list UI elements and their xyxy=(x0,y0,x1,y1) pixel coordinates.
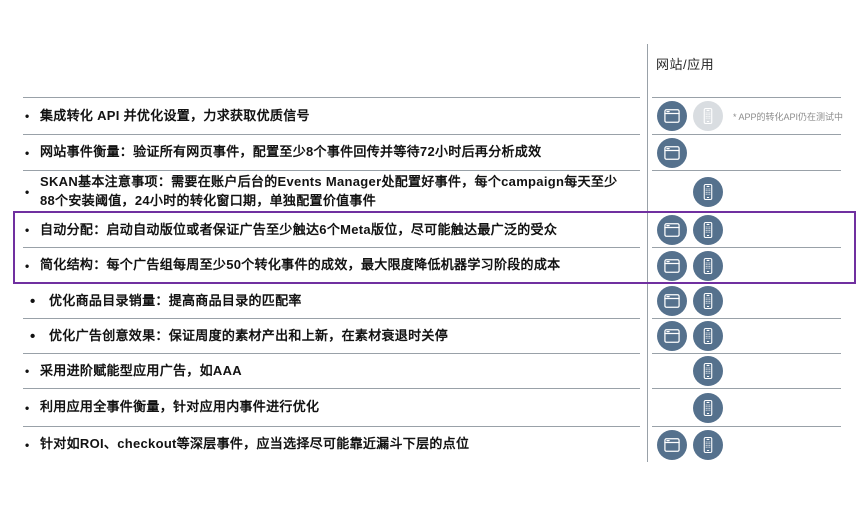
website-icon-slot xyxy=(657,321,687,351)
app-api-testing-note: * APP的转化API仍在测试中 xyxy=(733,111,844,122)
row-text: SKAN基本注意事项：需要在账户后台的Events Manager处配置好事件，… xyxy=(40,174,618,208)
bullet: • xyxy=(25,109,30,123)
mobile-phone-icon xyxy=(703,221,713,239)
recommendation-cell: • 针对如ROI、checkout等深层事件，应当选择尽可能靠近漏斗下层的点位 xyxy=(23,426,640,462)
platform-icons-cell xyxy=(652,283,841,318)
column-divider xyxy=(647,44,648,462)
table-row: • 优化广告创意效果：保证周度的素材产出和上新，在素材衰退时关停 xyxy=(23,318,841,353)
platform-icons-cell xyxy=(652,170,841,212)
app-icon-slot xyxy=(693,101,723,131)
bullet: • xyxy=(25,437,30,452)
row-text: 网站事件衡量：验证所有网页事件，配置至少8个事件回传并等待72小时后再分析成效 xyxy=(40,144,542,160)
table-row: • 网站事件衡量：验证所有网页事件，配置至少8个事件回传并等待72小时后再分析成… xyxy=(23,134,841,170)
mobile-phone-icon xyxy=(703,399,713,416)
table-row: • SKAN基本注意事项：需要在账户后台的Events Manager处配置好事… xyxy=(23,170,841,212)
bullet: • xyxy=(25,184,30,199)
recommendation-cell: • 简化结构：每个广告组每周至少50个转化事件的成效，最大限度降低机器学习阶段的… xyxy=(23,247,640,283)
recommendation-cell: • 采用进阶赋能型应用广告，如AAA xyxy=(23,353,640,388)
column-gap xyxy=(640,353,652,388)
app-icon-slot xyxy=(693,176,723,207)
platform-icons-cell xyxy=(652,134,841,170)
app-icon-slot xyxy=(693,356,723,386)
column-gap xyxy=(640,97,652,134)
table-row: • 优化商品目录销量：提高商品目录的匹配率 xyxy=(23,283,841,318)
bullet: • xyxy=(30,327,36,345)
platform-icons-cell xyxy=(652,318,841,353)
browser-window-icon xyxy=(664,294,680,308)
column-gap xyxy=(640,388,652,426)
platform-icons-cell: * APP的转化API仍在测试中 xyxy=(652,97,844,134)
website-icon-slot xyxy=(657,286,687,316)
browser-window-icon xyxy=(664,145,680,160)
mobile-phone-icon xyxy=(703,257,713,274)
column-gap xyxy=(640,318,652,353)
bullet: • xyxy=(25,145,30,160)
table-row: • 利用应用全事件衡量，针对应用内事件进行优化 xyxy=(23,388,841,426)
bullet: • xyxy=(25,223,30,237)
row-text: 优化广告创意效果：保证周度的素材产出和上新，在素材衰退时关停 xyxy=(49,327,449,343)
row-text: 利用应用全事件衡量，针对应用内事件进行优化 xyxy=(40,399,320,415)
website-icon-slot xyxy=(657,137,687,168)
mobile-phone-icon xyxy=(703,107,713,125)
recommendation-cell: • SKAN基本注意事项：需要在账户后台的Events Manager处配置好事… xyxy=(23,170,640,212)
table-row: • 集成转化 API 并优化设置，力求获取优质信号 xyxy=(23,97,844,134)
website-icon-slot xyxy=(657,101,687,131)
recommendation-cell: • 优化广告创意效果：保证周度的素材产出和上新，在素材衰退时关停 xyxy=(23,318,640,353)
recommendations-table: • 集成转化 API 并优化设置，力求获取优质信号 xyxy=(23,97,844,462)
column-gap xyxy=(640,426,652,462)
table-row: • 针对如ROI、checkout等深层事件，应当选择尽可能靠近漏斗下层的点位 xyxy=(23,426,841,462)
row-text: 优化商品目录销量：提高商品目录的匹配率 xyxy=(49,292,302,308)
table-row: • 简化结构：每个广告组每周至少50个转化事件的成效，最大限度降低机器学习阶段的… xyxy=(23,247,841,283)
app-icon-slot xyxy=(693,250,723,281)
browser-window-icon xyxy=(664,437,680,452)
platform-icons-cell xyxy=(652,212,841,247)
mobile-phone-icon xyxy=(703,183,713,200)
platform-icons-cell xyxy=(652,247,841,283)
mobile-phone-icon xyxy=(703,436,713,453)
recommendation-cell: • 网站事件衡量：验证所有网页事件，配置至少8个事件回传并等待72小时后再分析成… xyxy=(23,134,640,170)
row-text: 采用进阶赋能型应用广告，如AAA xyxy=(40,362,242,378)
app-icon-slot xyxy=(693,286,723,316)
bullet: • xyxy=(25,400,30,415)
browser-window-icon xyxy=(664,329,680,343)
app-icon-slot xyxy=(693,321,723,351)
app-icon-slot xyxy=(693,215,723,245)
recommendation-cell: • 集成转化 API 并优化设置，力求获取优质信号 xyxy=(23,97,640,134)
bullet: • xyxy=(30,292,36,310)
row-text: 集成转化 API 并优化设置，力求获取优质信号 xyxy=(40,107,310,123)
column-gap xyxy=(640,247,652,283)
row-text: 针对如ROI、checkout等深层事件，应当选择尽可能靠近漏斗下层的点位 xyxy=(40,436,470,452)
column-gap xyxy=(640,170,652,212)
recommendation-cell: • 优化商品目录销量：提高商品目录的匹配率 xyxy=(23,283,640,318)
row-text: 简化结构：每个广告组每周至少50个转化事件的成效，最大限度降低机器学习阶段的成本 xyxy=(40,257,561,273)
recommendation-cell: • 利用应用全事件衡量，针对应用内事件进行优化 xyxy=(23,388,640,426)
column-gap xyxy=(640,212,652,247)
column-gap xyxy=(640,283,652,318)
website-icon-slot xyxy=(657,215,687,245)
platform-icons-cell xyxy=(652,388,841,426)
row-text: 自动分配：启动自动版位或者保证广告至少触达6个Meta版位，尽可能触达最广泛的受… xyxy=(40,221,558,237)
app-icon-slot xyxy=(693,392,723,423)
bullet: • xyxy=(25,258,30,273)
table-row: • 自动分配：启动自动版位或者保证广告至少触达6个Meta版位，尽可能触达最广泛… xyxy=(23,212,841,247)
browser-window-icon xyxy=(664,223,680,237)
website-icon-slot xyxy=(657,429,687,460)
column-header-website-app: 网站/应用 xyxy=(656,57,715,72)
table-row: • 采用进阶赋能型应用广告，如AAA xyxy=(23,353,841,388)
column-gap xyxy=(640,134,652,170)
mobile-phone-icon xyxy=(703,362,713,380)
browser-window-icon xyxy=(664,258,680,273)
browser-window-icon xyxy=(664,109,680,123)
recommendation-cell: • 自动分配：启动自动版位或者保证广告至少触达6个Meta版位，尽可能触达最广泛… xyxy=(23,212,640,247)
mobile-phone-icon xyxy=(703,292,713,310)
bullet: • xyxy=(25,364,30,378)
platform-icons-cell xyxy=(652,426,841,462)
website-icon-slot xyxy=(657,250,687,281)
platform-icons-cell xyxy=(652,353,841,388)
app-icon-slot xyxy=(693,429,723,460)
mobile-phone-icon xyxy=(703,327,713,345)
